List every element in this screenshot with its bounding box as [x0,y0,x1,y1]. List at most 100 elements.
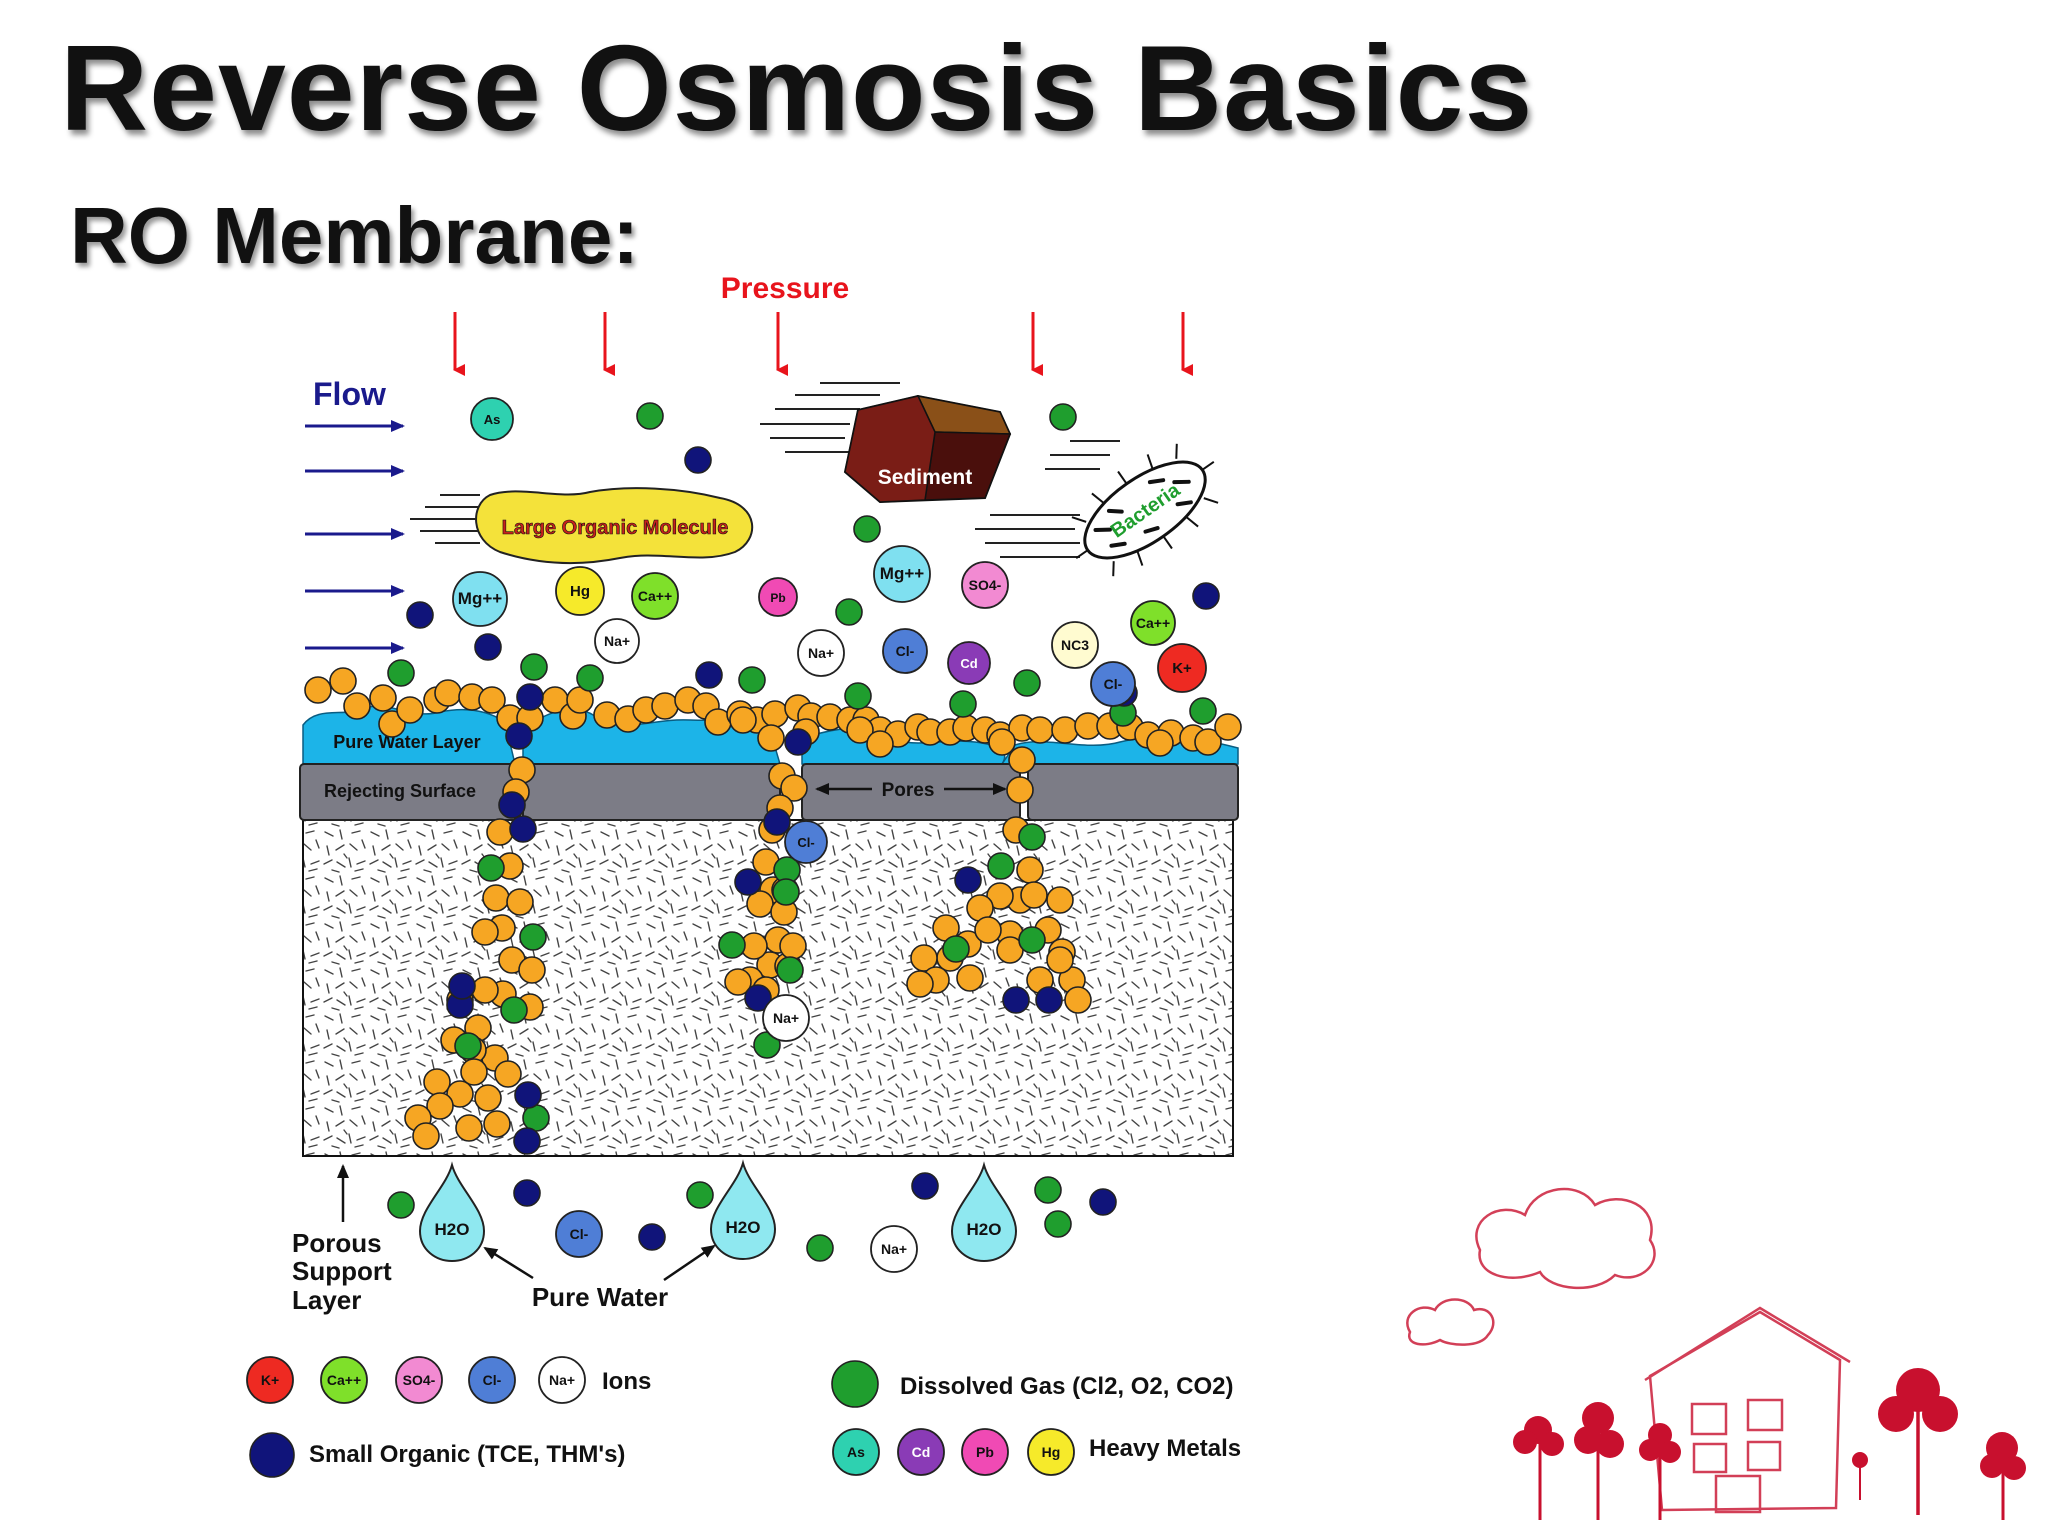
pure-water-label: Pure Water [532,1282,668,1312]
ion-label: Cl- [1104,676,1123,692]
small-organic [911,1172,939,1200]
chloride-ion: Cl- [468,1356,516,1404]
cloud-icon [1406,1298,1495,1346]
bacteria: Bacteria [1071,443,1219,577]
dissolved-gas [636,402,664,430]
water-molecule [506,888,534,916]
dissolved-gas [686,1181,714,1209]
small-organic [1002,986,1030,1014]
sodium-ion: Na+ [538,1356,586,1404]
sodium-ion: Na+ [797,629,845,677]
ion-label: Hg [570,583,590,600]
slide-subtitle: RO Membrane: [70,191,639,280]
dissolved-gas [806,1234,834,1262]
water-molecule [846,716,874,744]
calcium-ion: Ca++ [631,572,679,620]
water-molecule [1146,729,1174,757]
dissolved-gas [949,690,977,718]
water-molecule [761,700,789,728]
water-molecule [1064,986,1092,1014]
tree-icon [1852,1452,1868,1500]
small-organic [784,728,812,756]
magnesium-ion: Mg++ [873,545,931,603]
small-organic [1089,1188,1117,1216]
water-molecule [988,728,1016,756]
mercury-ion: Hg [555,566,605,616]
ion-label: Cl- [896,643,915,659]
ion-label: Na+ [808,645,834,661]
ion-label: Pb [770,591,785,605]
water-molecule [518,956,546,984]
legend-ions-label: Ions [602,1368,651,1395]
lead-ion: Pb [961,1428,1009,1476]
small-organic [1035,986,1063,1014]
tree-icon [1639,1423,1681,1520]
ion-label: NC3 [1061,637,1089,653]
small-organic [763,808,791,836]
water-molecule [329,667,357,695]
potassium-ion: K+ [1157,643,1207,693]
water-molecule [1008,746,1036,774]
magnesium-ion: Mg++ [452,571,508,627]
ion-label: Mg++ [880,564,924,583]
ion-label: As [847,1444,865,1460]
ion-label: Na+ [881,1241,907,1257]
dissolved-gas [853,515,881,543]
cadmium-ion: Cd [947,641,991,685]
house-icon [1644,1306,1851,1514]
dissolved-gas [1049,403,1077,431]
water-molecule [343,692,371,720]
small-organic [638,1223,666,1251]
water-molecule [729,706,757,734]
pure-water-arrow-left [483,1246,534,1280]
small-organic [695,661,723,689]
flow-arrows [305,420,405,654]
slide-title: Reverse Osmosis Basics [60,20,1534,156]
ion-label: Ca++ [1136,615,1170,631]
water-molecule [478,686,506,714]
sodium-ion: Na+ [594,618,640,664]
water-molecule [494,1060,522,1088]
calcium-ion: Ca++ [320,1356,368,1404]
sediment-label: Sediment [878,466,973,489]
dissolved-gas [844,682,872,710]
dissolved-gas [454,1032,482,1060]
water-molecule [471,976,499,1004]
small-organic [954,866,982,894]
water-drop-label: H2O [435,1220,470,1239]
small-organic [1192,582,1220,610]
water-molecule [1016,856,1044,884]
arsenic-ion: As [832,1428,880,1476]
water-molecule [471,918,499,946]
water-molecule [1046,886,1074,914]
water-molecule [956,964,984,992]
dissolved-gas [1013,669,1041,697]
legend-small-organic-label: Small Organic (TCE, THM's) [309,1441,625,1468]
ion-label: Na+ [604,633,630,649]
large-organic-molecule: Large Organic Molecule [475,487,754,565]
rejecting-surface-label: Rejecting Surface [324,781,476,801]
water-molecule [757,724,785,752]
pure-water-arrow-right [663,1244,716,1282]
water-molecule [1046,946,1074,974]
water-molecule [1026,716,1054,744]
porous-support-label: Porous Support Layer [292,1228,399,1315]
ion-label: Na+ [549,1372,575,1388]
dissolved-gas [738,666,766,694]
ion-label: As [484,412,501,427]
dissolved-gas [835,598,863,626]
sediment-rock: Sediment [843,394,1012,504]
water-molecule [780,774,808,802]
large-organic-label: Large Organic Molecule [502,517,729,539]
dissolved-gas [942,935,970,963]
dissolved-gas [772,878,800,906]
porous-support-line: Support [292,1256,392,1286]
sulfate-ion: SO4- [961,561,1009,609]
calcium-ion: Ca++ [1130,600,1176,646]
nitrate-ion: NC3 [1051,621,1099,669]
sodium-ion: Na+ [762,994,810,1042]
chloride-ion: Cl- [555,1210,603,1258]
ion-label: Ca++ [327,1372,361,1388]
